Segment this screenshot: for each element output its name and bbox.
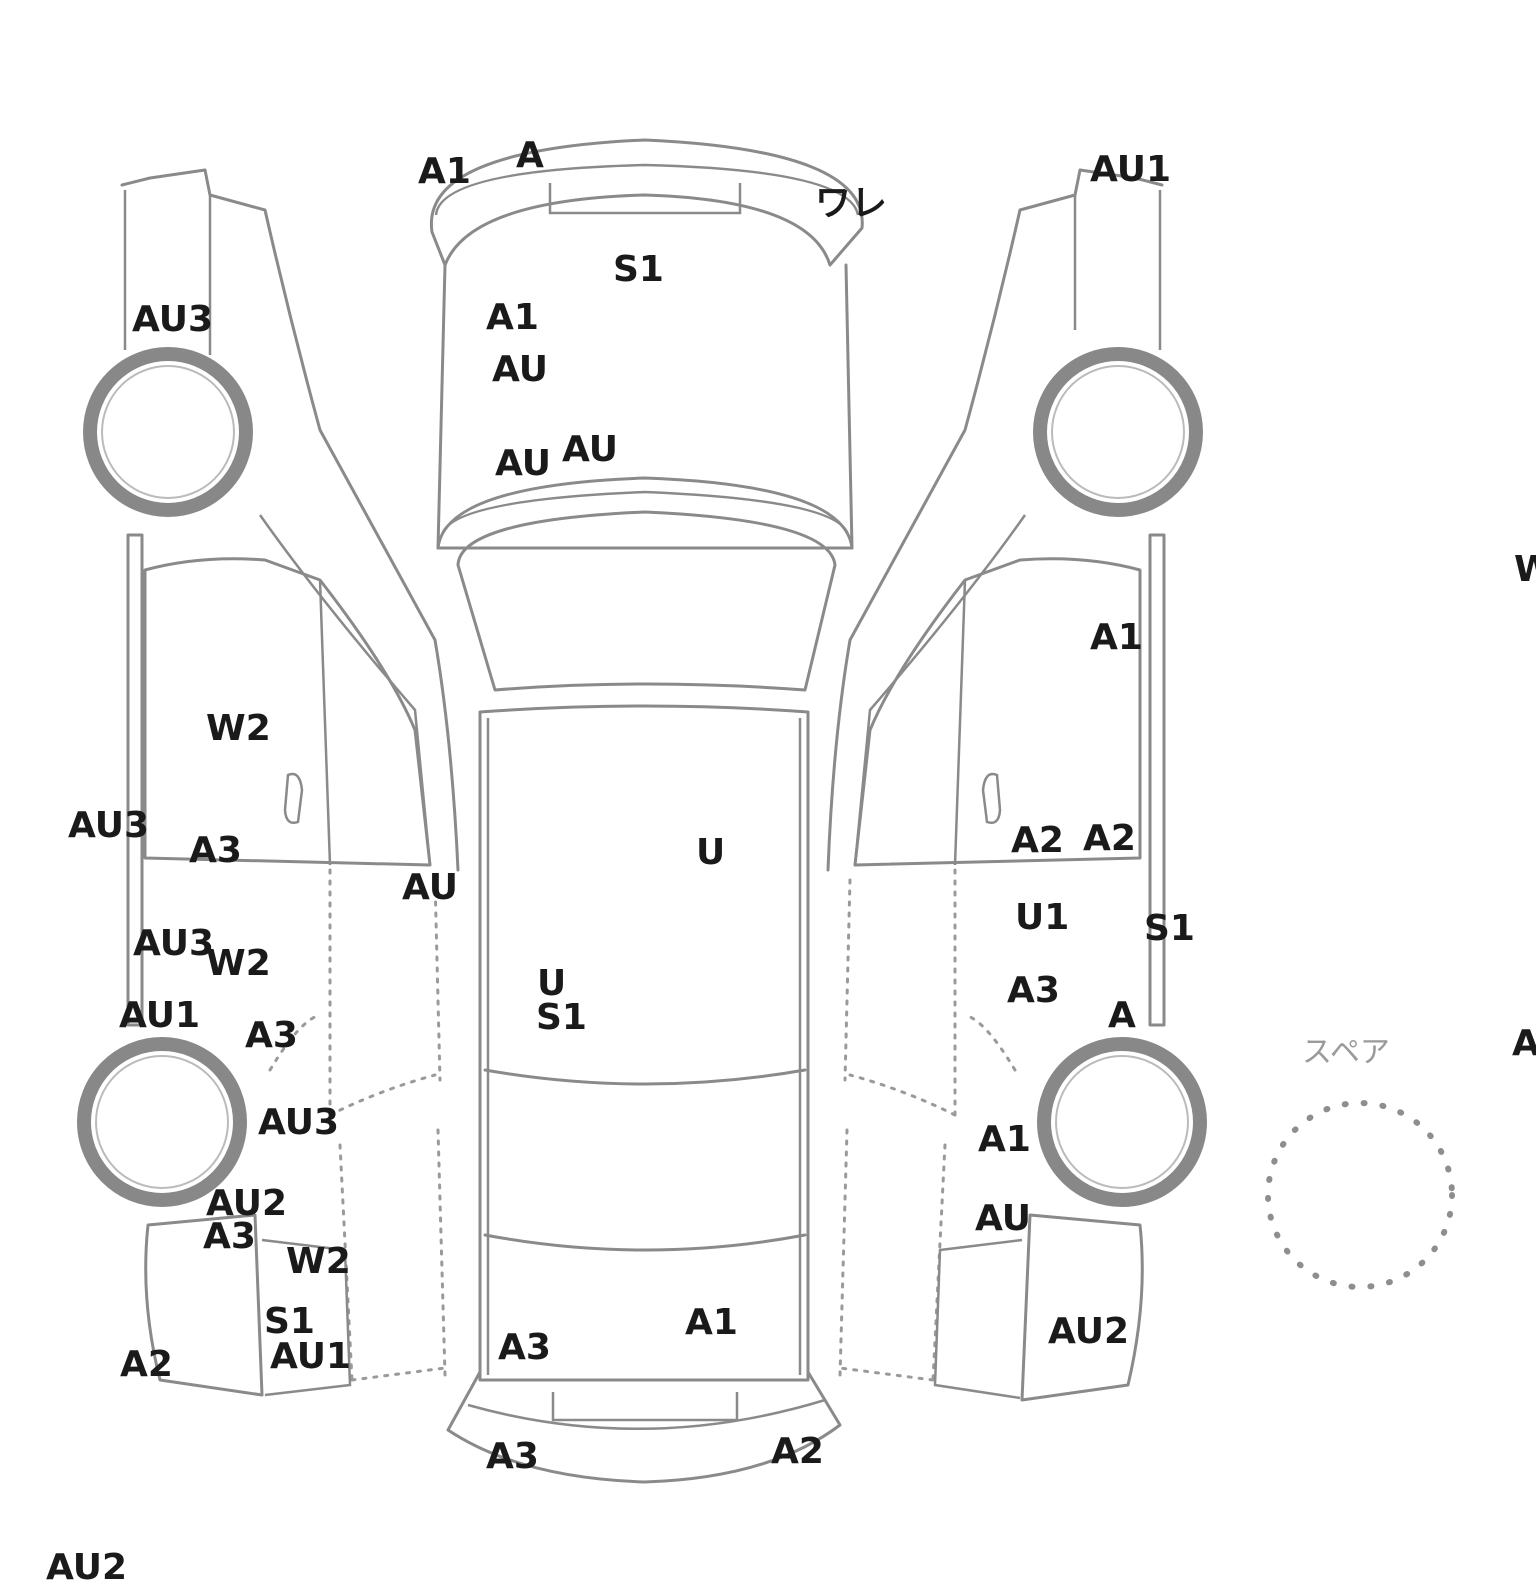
rear-glass-top xyxy=(483,1068,807,1086)
damage-mark: W2 xyxy=(286,1241,351,1282)
damage-mark: AU xyxy=(402,867,458,908)
left-side-sill xyxy=(126,533,144,1027)
right-b-pillar xyxy=(953,579,967,866)
right-rear-bumper xyxy=(1020,1213,1144,1402)
damage-mark: A1 xyxy=(486,297,539,338)
damage-mark: A1 xyxy=(978,1119,1031,1160)
front-bumper-band xyxy=(434,163,860,216)
damage-mark: AU xyxy=(975,1198,1031,1239)
damage-mark: A3 xyxy=(203,1216,256,1257)
left-door-handle xyxy=(283,772,304,824)
left-front-tire xyxy=(83,347,253,517)
damage-mark: AU2 xyxy=(1048,1311,1130,1352)
damage-mark: S1 xyxy=(613,249,664,290)
damage-mark: A xyxy=(516,135,544,176)
damage-mark: AU3 xyxy=(68,805,150,846)
left-b-pillar xyxy=(318,579,332,866)
left-rear-door xyxy=(328,868,442,1122)
rear-bumper-outline xyxy=(446,1370,842,1484)
damage-mark: AU1 xyxy=(1090,149,1172,190)
right-rear-tire-rim xyxy=(1055,1055,1189,1189)
right-side-front-outline xyxy=(826,168,1164,872)
car-top-view xyxy=(429,138,864,1484)
right-rear-lamp xyxy=(933,1238,1023,1400)
damage-mark: A2 xyxy=(1011,820,1064,861)
damage-mark: AU2 xyxy=(206,1183,288,1224)
roof-outline xyxy=(478,704,810,1382)
rear-bumper-band xyxy=(467,1398,826,1430)
damage-mark: A3 xyxy=(189,830,242,871)
spare-tire-label: スペア xyxy=(1302,1035,1390,1070)
left-rear-quarter xyxy=(268,1013,447,1382)
left-rear-tire-rim xyxy=(95,1055,229,1189)
left-rear-bumper xyxy=(144,1213,264,1397)
front-grille xyxy=(548,183,742,215)
front-bumper-outline xyxy=(429,138,864,267)
right-rear-tire xyxy=(1037,1037,1207,1207)
damage-mark: A xyxy=(1512,1023,1536,1064)
left-rear-lamp xyxy=(261,1238,352,1397)
damage-mark: A1 xyxy=(1090,617,1143,658)
windshield xyxy=(456,510,837,692)
damage-mark: AU3 xyxy=(133,923,215,964)
right-rear-quarter xyxy=(838,1013,1017,1382)
damage-mark: AU3 xyxy=(258,1102,340,1143)
damage-mark: A3 xyxy=(1007,970,1060,1011)
rear-plate-area xyxy=(551,1392,739,1422)
right-rear-door xyxy=(843,868,957,1122)
right-wheels xyxy=(1033,347,1207,1207)
damage-mark: W2 xyxy=(206,708,271,749)
left-side-front-tab xyxy=(123,190,212,355)
spare-tire xyxy=(1265,1100,1455,1290)
damage-mark: A3 xyxy=(245,1015,298,1056)
damage-mark: AU xyxy=(495,443,551,484)
rear-glass-bottom xyxy=(483,1233,807,1252)
damage-mark: W xyxy=(1514,549,1536,590)
left-rear-tire xyxy=(77,1037,247,1207)
damage-mark: A2 xyxy=(120,1344,173,1385)
damage-mark: AU xyxy=(562,429,618,470)
right-front-tire-rim xyxy=(1051,365,1185,499)
cowl-line xyxy=(436,476,854,550)
damage-mark: AU2 xyxy=(46,1547,128,1588)
right-front-tire xyxy=(1033,347,1203,517)
right-side-sill xyxy=(1148,533,1166,1027)
damage-mark: A3 xyxy=(498,1327,551,1368)
car-right-side-view xyxy=(826,168,1166,1402)
right-front-door xyxy=(853,557,1142,867)
damage-mark: A2 xyxy=(1083,818,1136,859)
damage-mark: U xyxy=(537,963,567,1004)
damage-mark: A2 xyxy=(771,1431,824,1472)
damage-mark: AU3 xyxy=(132,299,214,340)
right-a-pillar xyxy=(853,514,1027,866)
damage-mark: W2 xyxy=(206,943,271,984)
damage-mark: AU1 xyxy=(119,995,201,1036)
left-front-door xyxy=(143,557,432,867)
damage-mark: A1 xyxy=(418,151,471,192)
damage-mark: S1 xyxy=(1144,908,1195,949)
damage-mark: U xyxy=(696,832,726,873)
right-side-front-tab xyxy=(1073,190,1162,350)
left-a-pillar xyxy=(258,514,432,866)
cowl-line-inner xyxy=(440,490,850,536)
hood-outline xyxy=(436,263,854,550)
damage-mark: S1 xyxy=(536,997,587,1038)
damage-mark: S1 xyxy=(264,1301,315,1342)
damage-mark: A xyxy=(1108,995,1136,1036)
damage-mark: U1 xyxy=(1015,897,1070,938)
damage-mark: A3 xyxy=(486,1436,539,1477)
damage-mark: AU1 xyxy=(270,1336,352,1377)
damage-mark: A1 xyxy=(685,1302,738,1343)
left-front-tire-rim xyxy=(101,365,235,499)
damage-mark: AU xyxy=(492,349,548,390)
left-side-front-outline xyxy=(120,168,460,872)
car-left-side-view xyxy=(120,168,460,1397)
left-wheels xyxy=(77,347,253,1207)
right-door-handle xyxy=(981,772,1002,824)
damage-mark: ワレ xyxy=(815,183,888,224)
